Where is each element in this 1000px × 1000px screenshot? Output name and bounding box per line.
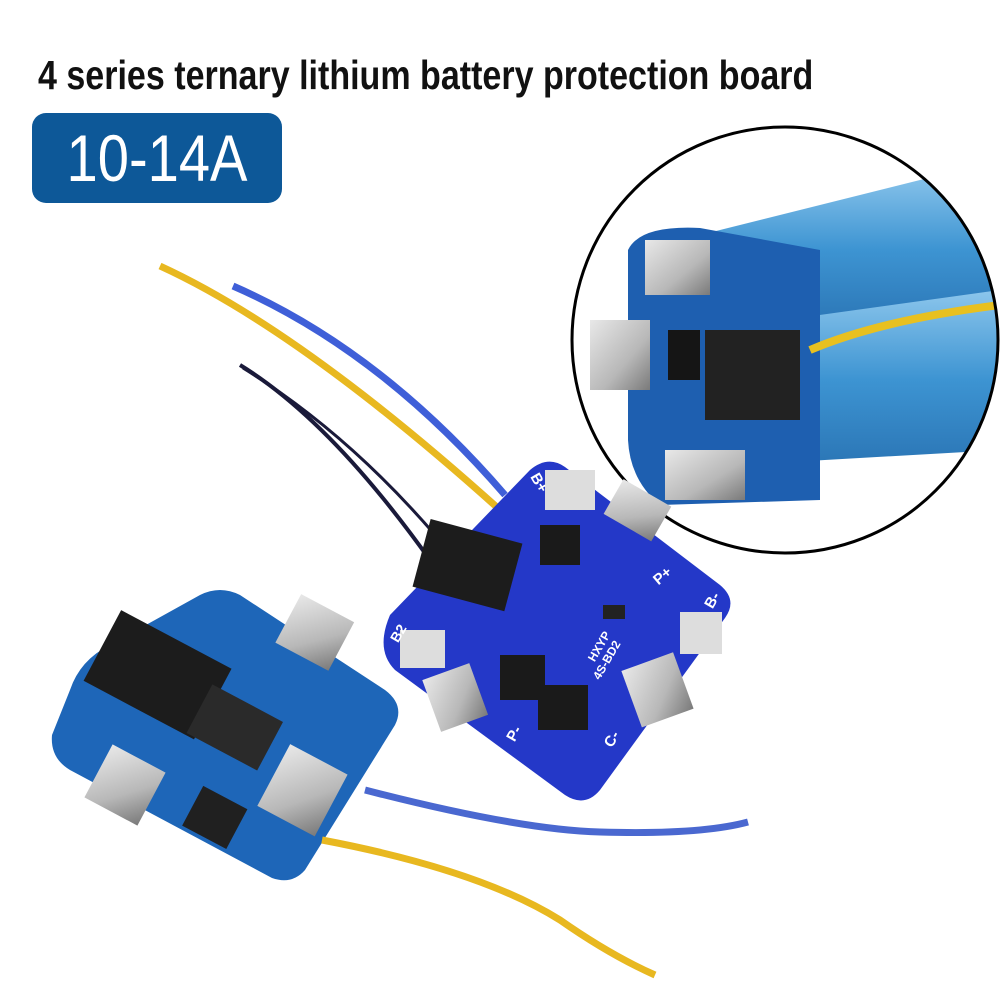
ic-chip <box>540 525 580 565</box>
mosfet <box>500 655 545 700</box>
pad <box>680 612 722 654</box>
inset-terminal <box>665 450 745 500</box>
pad <box>545 470 595 510</box>
current-rating-badge: 10-14A <box>32 113 282 203</box>
nickel-tab <box>603 479 672 542</box>
connector <box>412 519 523 612</box>
inset-terminal <box>590 320 650 390</box>
inset-connector <box>705 330 800 420</box>
label-p-minus: P- <box>503 723 525 744</box>
mosfet <box>538 685 588 730</box>
label-c-minus: C- <box>601 728 624 750</box>
inset-detail-view <box>572 127 998 553</box>
front-board: B+ P+ B- B2 P- C- HXYP 4S-BD2 <box>383 461 731 801</box>
blue-wire <box>364 786 749 837</box>
back-board <box>51 590 399 881</box>
resistor <box>603 605 625 619</box>
pad <box>400 630 445 668</box>
nickel-tab <box>422 663 489 732</box>
nickel-tab <box>621 652 694 728</box>
yellow-wire <box>321 836 657 979</box>
inset-terminal <box>645 240 710 295</box>
inset-circle-border <box>570 125 1000 555</box>
label-b2: B2 <box>387 621 410 645</box>
current-rating-text: 10-14A <box>66 121 248 195</box>
label-b-minus: B- <box>701 589 724 611</box>
page-title: 4 series ternary lithium battery protect… <box>38 52 814 98</box>
yellow-wire <box>158 262 503 513</box>
blue-wire <box>231 282 508 498</box>
